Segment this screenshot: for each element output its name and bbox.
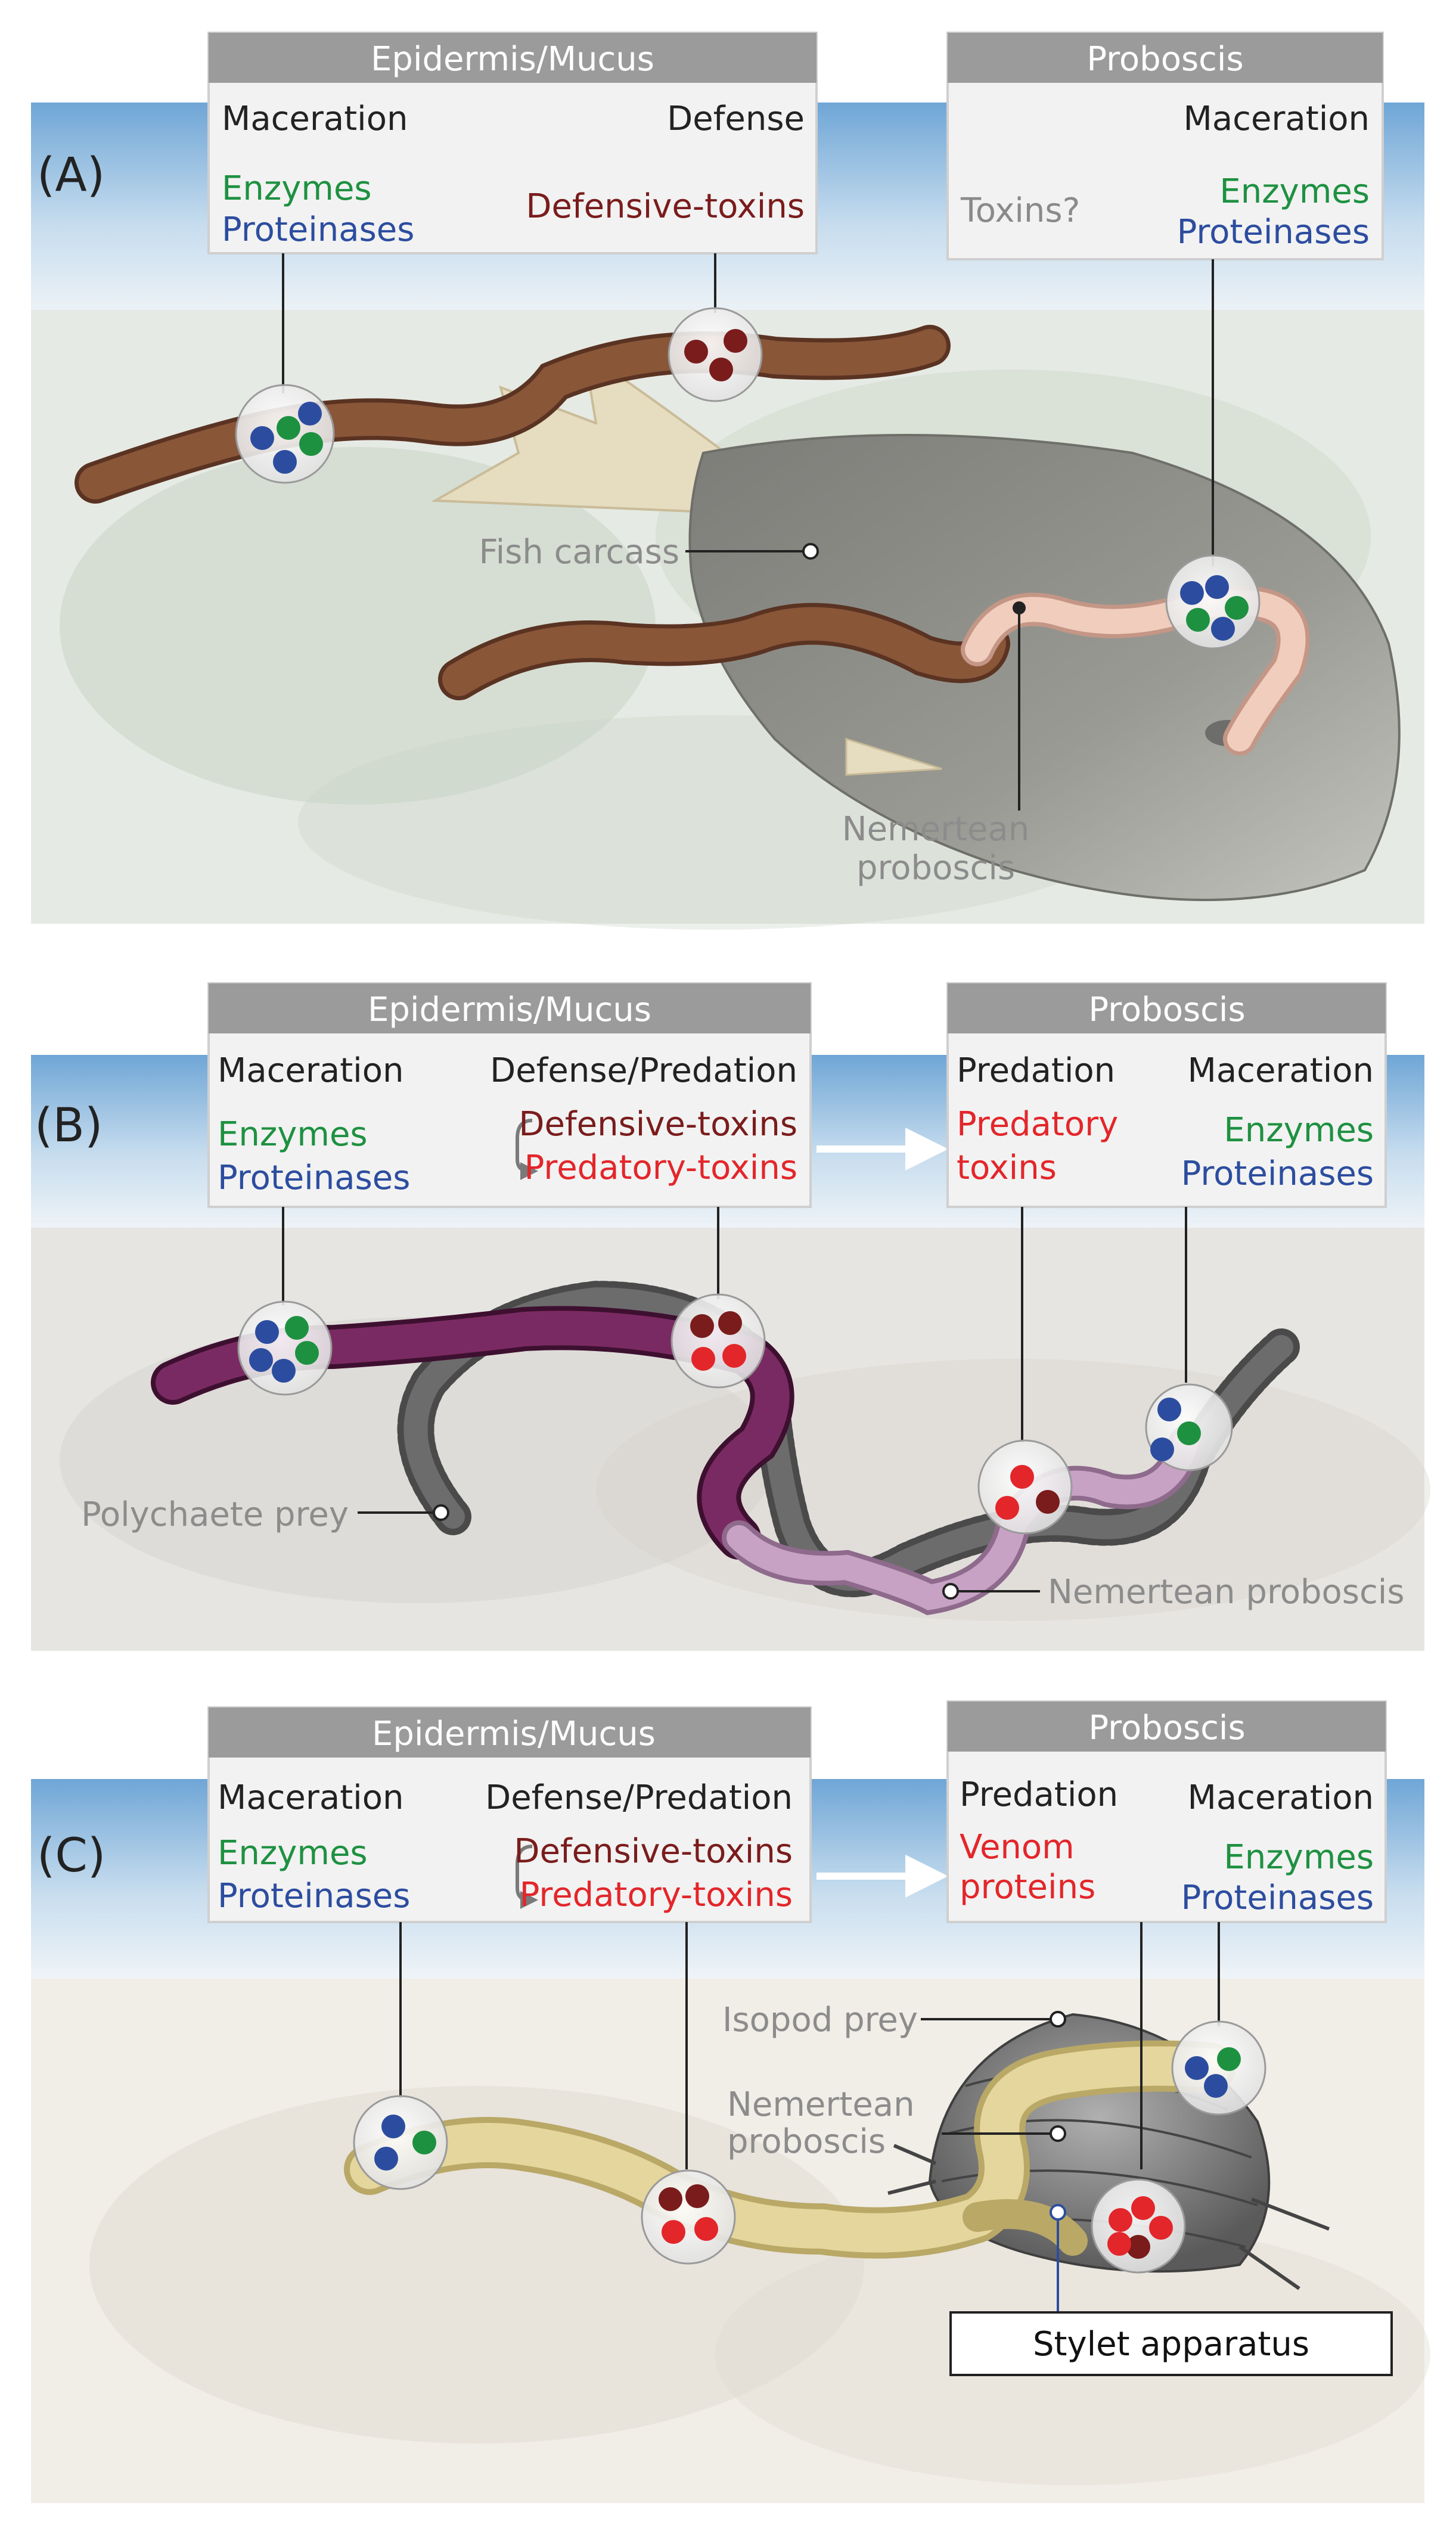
panel-label-b: (B) xyxy=(35,1099,103,1153)
proboscis-maceration-bubble-b xyxy=(1145,1383,1233,1471)
panel-a: (A) Epidermis/Mucus Maceration Enzymes P… xyxy=(31,32,1424,930)
nemertean-proboscis-label: Nemertean proboscis xyxy=(1048,1573,1405,1612)
defensive-toxins-label: Defensive-toxins xyxy=(519,1105,797,1144)
venom-proteins-line1: Venom xyxy=(960,1828,1075,1867)
stylet-apparatus-box: Stylet apparatus xyxy=(949,2311,1393,2376)
col2-heading: Maceration xyxy=(1188,1778,1374,1817)
col2-heading: Maceration xyxy=(1184,100,1370,138)
panel-label-c: (C) xyxy=(37,1829,105,1883)
defense-bubble-a xyxy=(668,307,763,402)
nemertean-label-line2: proboscis xyxy=(727,2122,886,2161)
proteinases-label: Proteinases xyxy=(1177,213,1370,252)
proteinases-label: Proteinases xyxy=(1181,1154,1374,1193)
col1-heading: Predation xyxy=(960,1775,1118,1814)
info-box-epidermis-a: Epidermis/Mucus Maceration Enzymes Prote… xyxy=(207,32,818,254)
enzymes-label: Enzymes xyxy=(1224,1111,1374,1150)
panel-b: (B) Epidermis/Mucus Maceration Enzymes P… xyxy=(31,982,1430,1651)
panel-label-a: (A) xyxy=(37,148,105,202)
col2-heading: Defense/Predation xyxy=(490,1051,797,1090)
defense-predation-bubble-c xyxy=(641,2169,736,2265)
info-box-epidermis-c: Epidermis/Mucus Maceration Enzymes Prote… xyxy=(207,1706,812,1923)
box-title: Epidermis/Mucus xyxy=(368,991,651,1029)
info-box-proboscis-a: Proboscis Toxins? Maceration Enzymes Pro… xyxy=(946,32,1384,260)
proteinases-label: Proteinases xyxy=(222,210,414,249)
predatory-toxins-line2: toxins xyxy=(957,1148,1057,1187)
venom-bubble-c xyxy=(1091,2178,1186,2274)
fish-carcass xyxy=(688,434,1401,901)
epidermis-bubble-b xyxy=(237,1300,333,1396)
toxins-question-label: Toxins? xyxy=(960,191,1080,230)
polychaete-prey-label: Polychaete prey xyxy=(81,1495,349,1534)
panel-c: (C) Epidermis/Mucus Maceration Enzymes P… xyxy=(31,1700,1430,2503)
proboscis-bubble-a xyxy=(1165,554,1261,650)
col2-heading: Defense xyxy=(667,100,805,138)
epidermis-bubble-c xyxy=(353,2095,448,2190)
stylet-apparatus-label: Stylet apparatus xyxy=(1033,2325,1309,2364)
nemertean-label-line1: Nemertean xyxy=(727,2085,915,2124)
box-title: Proboscis xyxy=(1086,40,1243,79)
col1-heading: Predation xyxy=(957,1051,1115,1090)
col1-heading: Maceration xyxy=(222,100,408,138)
col1-heading: Maceration xyxy=(218,1051,403,1090)
info-box-proboscis-b: Proboscis Predation Predatory toxins Mac… xyxy=(946,982,1387,1208)
col1-heading: Maceration xyxy=(218,1778,403,1817)
enzymes-label: Enzymes xyxy=(1219,172,1370,211)
box-title: Proboscis xyxy=(1088,991,1245,1029)
defensive-toxins-label: Defensive-toxins xyxy=(526,187,805,226)
proboscis-predation-bubble-b xyxy=(977,1439,1073,1535)
proteinases-label: Proteinases xyxy=(218,1159,410,1197)
enzymes-label: Enzymes xyxy=(1224,1838,1374,1877)
box-title: Proboscis xyxy=(1088,1709,1245,1747)
isopod-prey-label: Isopod prey xyxy=(722,2001,918,2039)
nemertean-label-line2: proboscis xyxy=(856,849,1015,887)
venom-proteins-line2: proteins xyxy=(960,1868,1095,1907)
proteinases-label: Proteinases xyxy=(1181,1879,1374,1917)
col2-heading: Defense/Predation xyxy=(485,1778,793,1817)
box-title: Epidermis/Mucus xyxy=(372,1715,656,1753)
enzymes-label: Enzymes xyxy=(218,1115,368,1154)
nemertean-label-line1: Nemertean xyxy=(842,810,1030,849)
box-title: Epidermis/Mucus xyxy=(371,40,654,79)
defense-predation-bubble-b xyxy=(670,1293,766,1389)
enzymes-label: Enzymes xyxy=(218,1834,368,1873)
enzymes-label: Enzymes xyxy=(222,169,372,208)
defensive-toxins-label: Defensive-toxins xyxy=(514,1832,793,1871)
proteinases-label: Proteinases xyxy=(218,1877,410,1915)
info-box-epidermis-b: Epidermis/Mucus Maceration Enzymes Prote… xyxy=(207,982,812,1208)
epidermis-bubble-a xyxy=(235,384,335,484)
proboscis-maceration-bubble-c xyxy=(1171,2020,1266,2116)
predatory-toxins-label: Predatory-toxins xyxy=(524,1148,797,1187)
info-box-proboscis-c: Proboscis Predation Venom proteins Macer… xyxy=(946,1700,1387,1923)
fish-carcass-label: Fish carcass xyxy=(479,533,679,572)
predatory-toxins-label: Predatory-toxins xyxy=(520,1876,793,1914)
predatory-toxins-line1: Predatory xyxy=(957,1105,1118,1144)
col2-heading: Maceration xyxy=(1188,1051,1374,1090)
